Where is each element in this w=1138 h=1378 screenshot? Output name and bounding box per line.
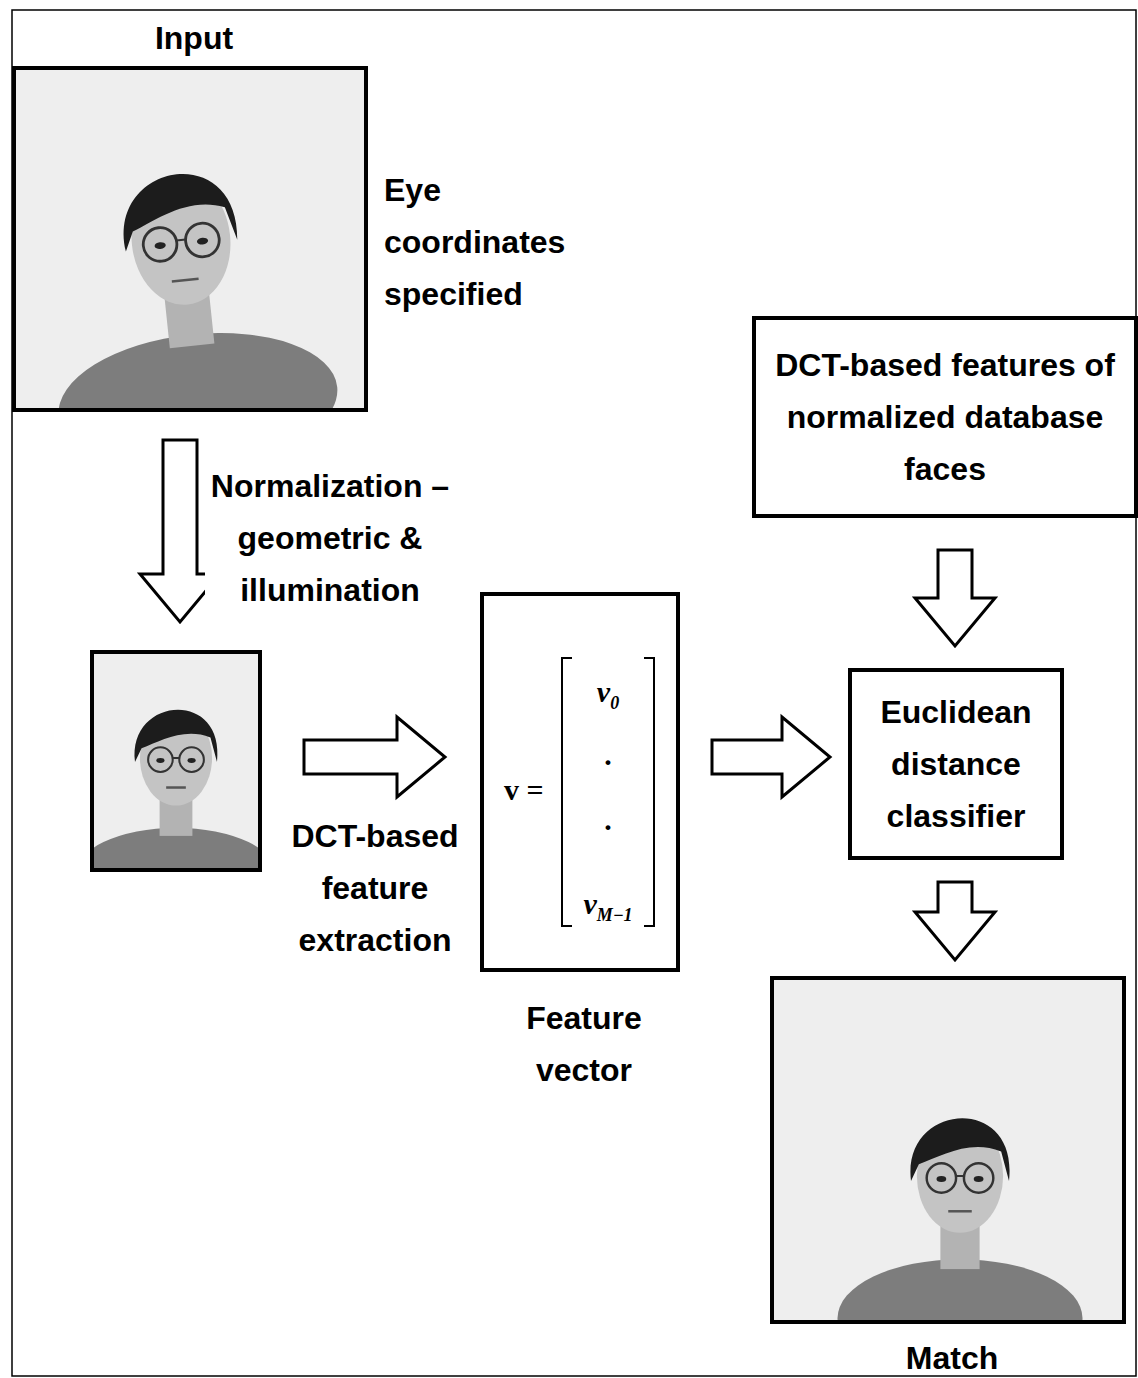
- block-arrow: [915, 550, 995, 646]
- process-box-text: Euclidean distance classifier: [866, 686, 1046, 842]
- face-photo: [94, 654, 258, 868]
- outer-frame-rect: [12, 10, 1136, 1376]
- photo-background: [774, 980, 1122, 1320]
- match-photo: Match: [770, 976, 1126, 1324]
- input-photo: InputEye coordinates specified: [12, 66, 368, 412]
- feature-vector-caption: Feature vector: [484, 992, 684, 1096]
- face-illustration: [838, 1118, 1083, 1320]
- match-caption: Match: [774, 1332, 1130, 1378]
- matrix-bracket: [644, 658, 654, 926]
- edge-label: Normalization – geometric & illumination: [205, 460, 455, 616]
- block-arrow: [304, 717, 445, 797]
- vector-dots: ·: [566, 801, 650, 853]
- vector-symbol: v =: [504, 764, 574, 816]
- database-box: DCT-based features of normalized databas…: [752, 316, 1138, 518]
- normalized-photo: [90, 650, 262, 872]
- eye-coordinates-note: Eye coordinates specified: [384, 164, 594, 320]
- matrix-bracket: [562, 658, 572, 926]
- feature-vector-box: v =v0··vM−1Feature vector: [480, 592, 680, 972]
- block-arrow: [915, 882, 995, 960]
- face-illustration: [35, 160, 344, 408]
- vector-element: v0: [566, 666, 650, 729]
- edge-label: DCT-based feature extraction: [275, 810, 475, 966]
- face-illustration: [94, 710, 258, 868]
- block-arrow: [712, 717, 830, 797]
- classifier-box: Euclidean distance classifier: [848, 668, 1064, 860]
- face-photo: [16, 70, 364, 408]
- vector-element: vM−1: [566, 878, 650, 941]
- vector-dots: ·: [566, 736, 650, 788]
- face-photo: [774, 980, 1122, 1320]
- input-heading: Input: [16, 12, 372, 64]
- process-box-text: DCT-based features of normalized databas…: [770, 339, 1120, 495]
